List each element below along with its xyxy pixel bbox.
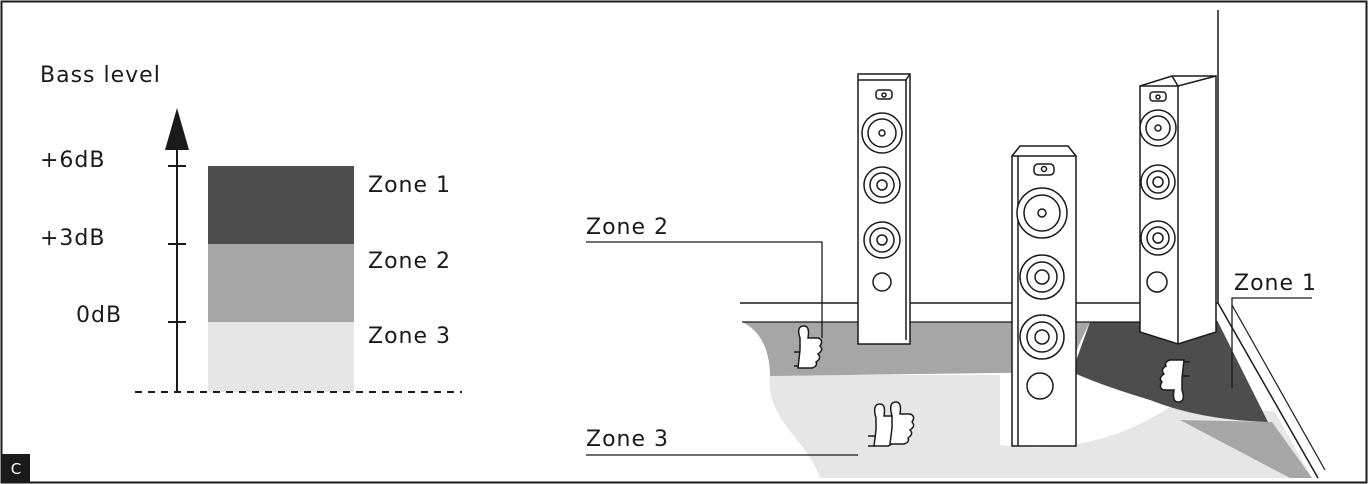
floor-zone-2-corner — [1180, 420, 1312, 478]
zone-2-label: Zone 2 — [368, 249, 451, 274]
room-illustration: Zone 2 Zone 3 Zone 1 — [586, 10, 1326, 479]
double-thumbs-up-icon — [868, 401, 915, 447]
zone-1-bar — [208, 166, 354, 244]
tick-label-3db: +3dB — [40, 226, 106, 251]
callout-zone-1-label: Zone 1 — [1234, 271, 1317, 296]
bass-level-chart: Bass level +6dB +3dB 0dB Zone 1 Zone 2 Z… — [40, 63, 462, 393]
callout-zone-2-leader — [586, 241, 823, 338]
chart-axis-title: Bass level — [40, 63, 161, 88]
tick-label-0db: 0dB — [76, 303, 122, 328]
wall-corner-line-inner — [1231, 304, 1326, 471]
wall-corner-line — [1217, 302, 1319, 479]
zone-3-bar — [208, 322, 354, 392]
floor-standing-speaker-icon — [857, 73, 911, 345]
zone-1-label: Zone 1 — [368, 173, 451, 198]
thumbs-up-icon — [794, 325, 823, 369]
axis-arrow-up-icon — [165, 108, 189, 150]
floor-zone-3 — [769, 375, 1312, 478]
floor-standing-speaker-icon — [1011, 145, 1077, 447]
callout-zone-1-leader — [1231, 297, 1312, 388]
callout-zone-3-label: Zone 3 — [586, 427, 669, 452]
floor-zone-2 — [742, 322, 1090, 376]
zone-2-bar — [208, 244, 354, 322]
floor-standing-speaker-icon — [1139, 75, 1217, 345]
thumbs-down-icon — [1159, 359, 1190, 403]
tick-label-6db: +6dB — [40, 148, 106, 173]
zone-3-label: Zone 3 — [368, 324, 451, 349]
figure-label-badge — [2, 454, 30, 482]
callout-zone-2-label: Zone 2 — [586, 215, 669, 240]
figure-label: C — [11, 460, 21, 478]
